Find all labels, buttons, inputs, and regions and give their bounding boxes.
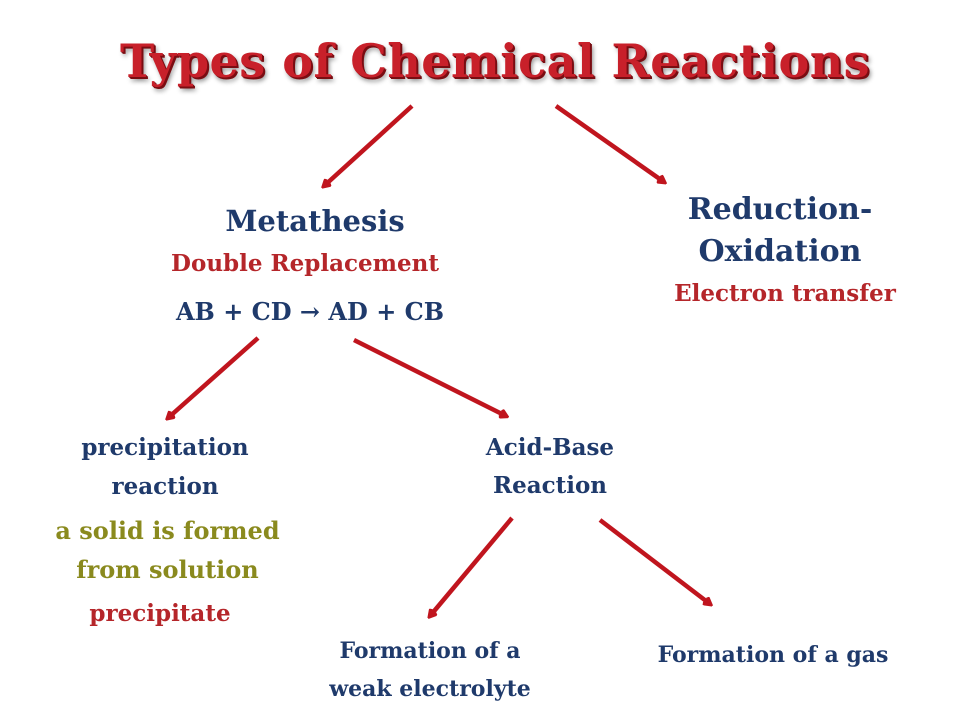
acid-base-title-line1: Acid-Base [485,434,615,461]
arrow-to-gas [598,518,710,604]
arrow-to-weak-electrolyte [430,516,514,616]
precipitation-desc-line2: from solution [76,555,259,584]
acid-base-title-line2: Reaction [492,472,608,499]
precipitation-term: precipitate [89,600,231,627]
arrow-to-metathesis [324,104,414,186]
arrow-to-redox [554,104,664,182]
metathesis-equation: AB + CD → AD + CB [175,297,445,326]
precipitation-title-line2: reaction [111,473,219,500]
precipitation-desc-line1: a solid is formed [55,516,280,545]
gas-label: Formation of a gas [657,642,889,668]
arrow-to-acid-base [352,337,506,416]
weak-electrolyte-line2: weak electrolyte [329,676,531,702]
weak-electrolyte-line1: Formation of a [339,638,521,664]
redox-title-line2: Oxidation [698,234,862,269]
metathesis-title: Metathesis [225,204,405,238]
metathesis-subtitle: Double Replacement [171,250,439,277]
page-title: Types of Chemical Reactions [119,34,871,88]
redox-subtitle: Electron transfer [674,280,896,307]
arrow-to-precipitation [168,336,260,418]
redox-title-line1: Reduction- [687,192,873,227]
precipitation-title-line1: precipitation [81,434,249,461]
